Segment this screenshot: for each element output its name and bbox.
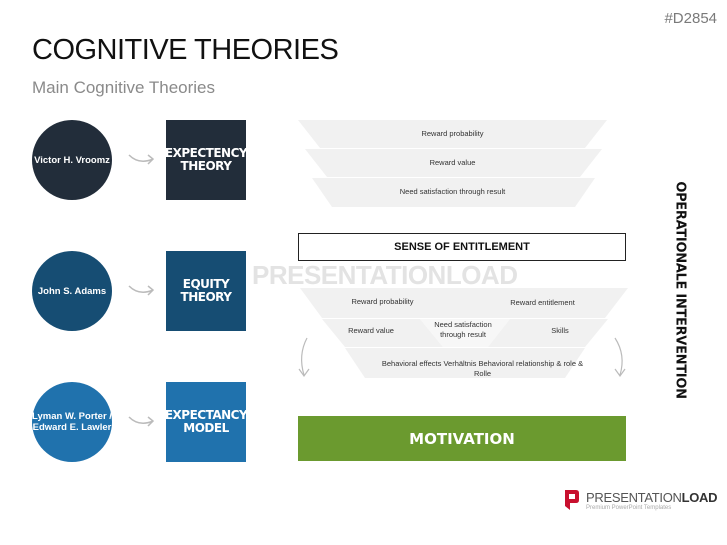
watermark: PRESENTATIONLOAD (252, 260, 518, 290)
top-band-3 (312, 178, 595, 207)
bottom-funnel-label: Reward value (348, 326, 394, 335)
side-label: OPERATIONALE INTERVENTION (670, 181, 690, 398)
side-label-text: OPERATIONALE INTERVENTION (672, 181, 688, 399)
slide-code: #D2854 (664, 10, 717, 27)
logo-icon (565, 490, 579, 510)
person-circle-adams: John S. Adams (32, 251, 112, 331)
top-funnel-label: Reward value (429, 158, 476, 167)
sense-of-entitlement-box: SENSE OF ENTITLEMENT (298, 233, 626, 261)
logo-tagline: Premium PowerPoint Templates (586, 504, 672, 511)
top-band-2 (305, 149, 602, 177)
logo-text-bold: LOAD (681, 489, 718, 505)
bottom-band-1 (300, 288, 628, 318)
bottom-band-2-mid (420, 319, 510, 347)
curved-arrow-right (614, 337, 626, 378)
theory-box-equity: EQUITY THEORY (166, 251, 246, 331)
curved-arrow-icon (128, 154, 155, 165)
person-circle-porter-lawler: Lyman W. Porter / Edward E. Lawler (32, 382, 112, 462)
logo-text: PRESENTATION (586, 489, 682, 505)
bottom-band-3 (345, 348, 585, 378)
motivation-box: MOTIVATION (298, 416, 626, 461)
page-title: COGNITIVE THEORIES (32, 34, 339, 66)
curved-arrow-left (298, 337, 310, 378)
curved-arrow-icon (128, 416, 155, 427)
theory-box-expectency: EXPECTENCY THEORY (165, 120, 248, 200)
top-funnel-label: Reward probability (421, 129, 484, 138)
bottom-band-2-left (322, 319, 443, 347)
top-band-1 (298, 120, 607, 148)
top-funnel-label: Need satisfaction through result (399, 187, 506, 196)
theory-box-expectancy-model: EXPECTANCY MODEL (165, 382, 248, 462)
page-subtitle: Main Cognitive Theories (32, 78, 215, 97)
bottom-funnel-label: Need satisfaction through result (434, 320, 492, 339)
person-circle-vroom: Victor H. Vroomz (32, 120, 112, 200)
bottom-band-2-right (488, 319, 608, 347)
presentationload-logo: PRESENTATIONLOAD Premium PowerPoint Temp… (564, 489, 718, 511)
curved-arrow-icon (128, 285, 155, 296)
bottom-funnel-label: Skills (551, 326, 569, 335)
bottom-funnel-label: Behavioral effects Verhältnis Behavioral… (381, 359, 584, 378)
bottom-funnel-label: Reward probability (351, 297, 414, 306)
bottom-funnel-label: Reward entitlement (510, 298, 575, 307)
